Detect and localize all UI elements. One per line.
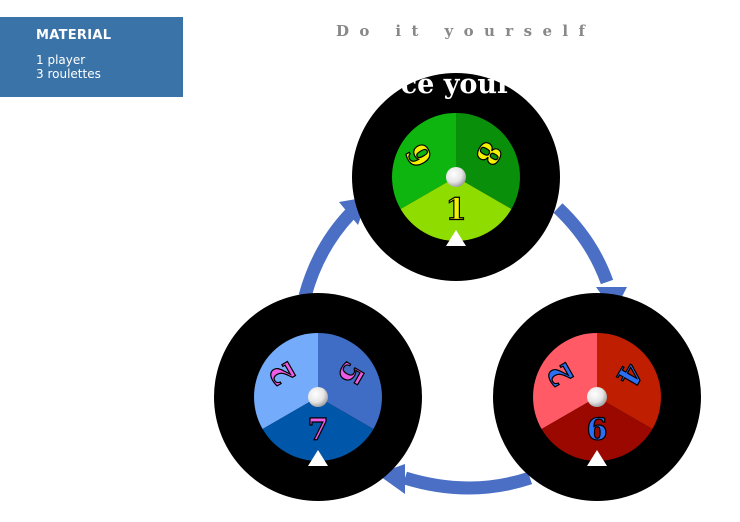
roulette-red-hub-icon: [587, 387, 607, 407]
roulette-blue-pointer-icon: [308, 450, 328, 466]
roulette-green-hub-icon: [446, 167, 466, 187]
roulette-green-pointer-icon: [446, 230, 466, 246]
arrow-right-to-left: [403, 471, 533, 495]
roulette-red-number-bottom: 6: [587, 413, 608, 448]
roulette-red-sector-left: [533, 333, 597, 429]
material-item-player: 1 player: [36, 53, 86, 67]
partial-heading: ce your: [401, 69, 512, 100]
roulette-blue-sector-left: [254, 333, 318, 429]
roulette-green: 6 8 1 ce your: [352, 69, 560, 281]
arrow-top-to-right: [553, 203, 614, 285]
roulette-blue-number-bottom: 7: [308, 413, 329, 448]
roulette-green-sector-left: [392, 113, 456, 209]
roulette-blue-sector-right: [318, 333, 382, 429]
material-panel: MATERIAL 1 player 3 roulettes: [0, 17, 183, 97]
roulette-blue-sector-bottom: [262, 397, 374, 461]
roulette-blue: 2 5 7: [214, 293, 422, 501]
material-item-roulettes: 3 roulettes: [36, 67, 101, 81]
roulette-red-sector-bottom: [541, 397, 653, 461]
roulette-blue-hub-icon: [308, 387, 328, 407]
roulette-red-pointer-icon: [587, 450, 607, 466]
roulette-green-number-bottom: 1: [446, 193, 467, 228]
roulette-red-sector-right: [597, 333, 661, 429]
roulette-green-sector-bottom: [400, 177, 512, 241]
roulette-green-sector-right: [456, 113, 520, 209]
arrow-left-to-top: [298, 209, 355, 298]
material-title: MATERIAL: [36, 28, 112, 43]
roulette-red: 2 4 6: [493, 293, 701, 501]
page-title: Do it yourself: [336, 22, 596, 40]
